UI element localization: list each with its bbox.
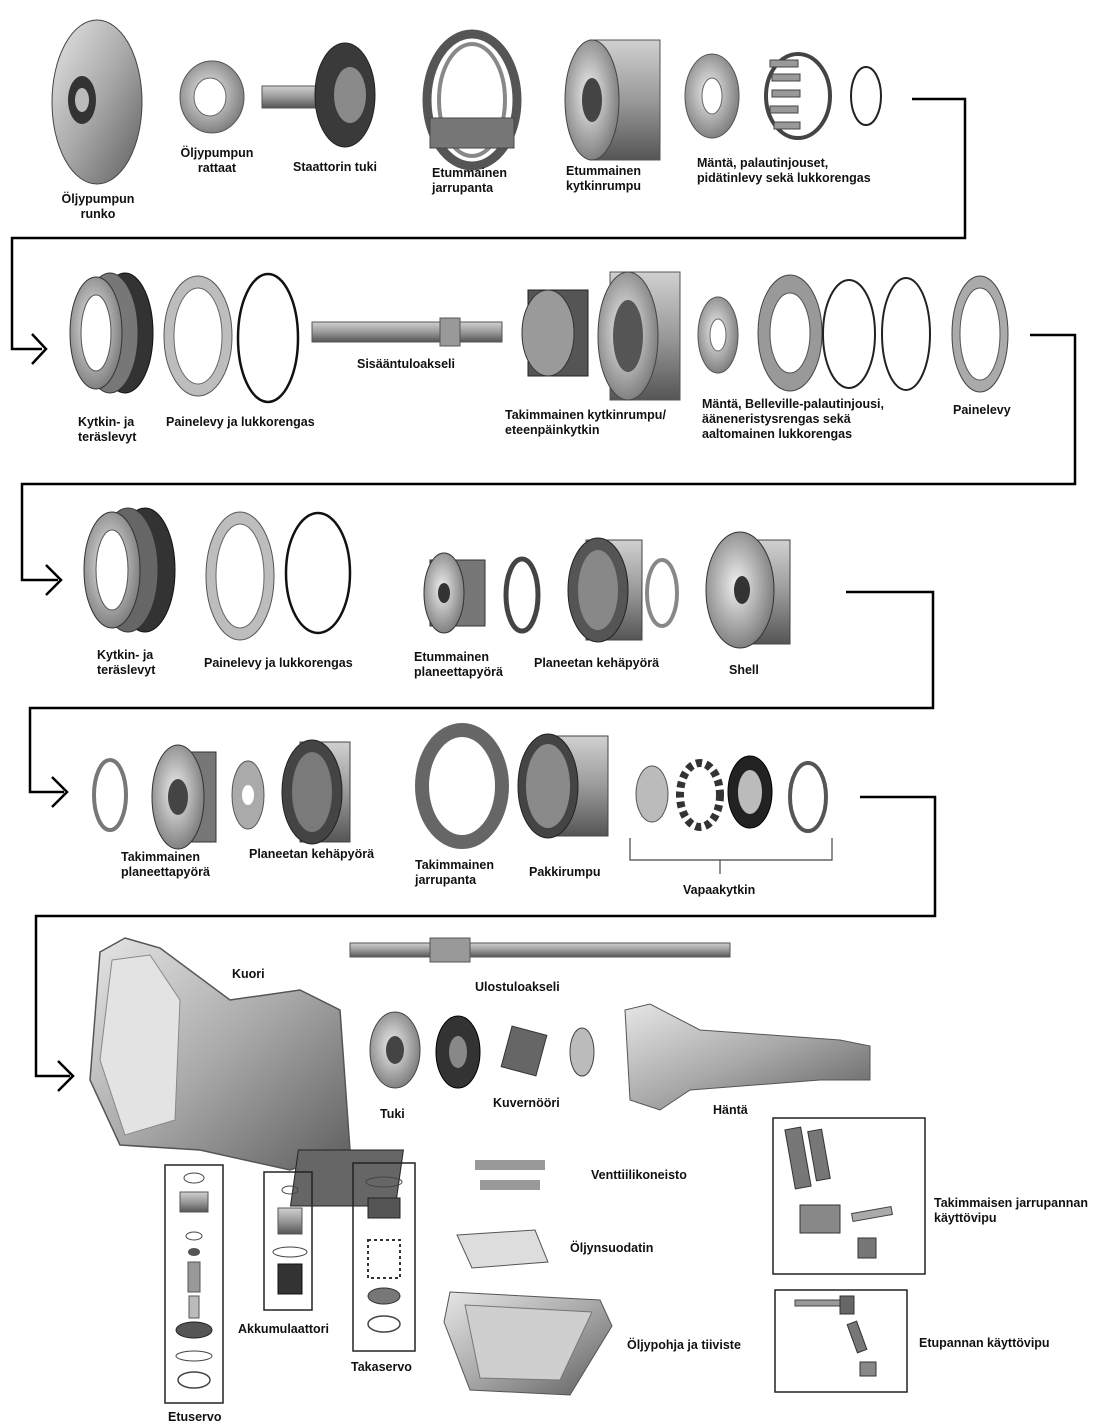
piston-belleville-part	[698, 275, 930, 391]
front-planetary-part	[424, 553, 538, 633]
input-shaft-part	[312, 318, 502, 346]
pressure-plate-snap-ring-1-label: Painelevy ja lukkorengas	[166, 415, 315, 430]
rear-band-part	[422, 730, 502, 842]
input-shaft-label: Sisääntuloakseli	[357, 357, 455, 372]
stator-support-part	[262, 43, 375, 147]
case-part	[90, 938, 350, 1170]
clutch-steel-plates-2-label: Kytkin- ja teräslevyt	[97, 648, 155, 678]
oil-pump-gears-label: Öljypumpun rattaat	[172, 146, 262, 176]
oil-pan-part	[444, 1292, 612, 1395]
front-band-lever-label: Etupannan käyttövipu	[919, 1336, 1050, 1351]
rear-planetary-label: Takimmainen planeettapyörä	[121, 850, 210, 880]
oil-pump-body-part	[52, 20, 142, 184]
freewheel-label: Vapaakytkin	[683, 883, 755, 898]
oil-pan-label: Öljypohja ja tiiviste	[627, 1338, 741, 1353]
piston-belleville-label: Mäntä, Belleville-palautinjousi, äänener…	[702, 397, 884, 442]
oil-pump-gears-part	[180, 61, 244, 133]
tail-part	[625, 1004, 870, 1110]
pressure-plate-1-part	[164, 274, 298, 402]
rear-servo-label: Takaservo	[351, 1360, 412, 1375]
front-band-lever-parts	[795, 1296, 876, 1376]
rear-band-label: Takimmainen jarrupanta	[415, 858, 494, 888]
rear-planetary-part	[94, 745, 216, 849]
tail-label: Häntä	[713, 1103, 748, 1118]
oil-filter-part	[457, 1230, 548, 1268]
clutch-steel-plates-1-label: Kytkin- ja teräslevyt	[78, 415, 136, 445]
pressure-plate-snap-ring-2-label: Painelevy ja lukkorengas	[204, 656, 353, 671]
stator-support-label: Staattorin tuki	[293, 160, 377, 175]
front-planetary-label: Etummainen planeettapyörä	[414, 650, 503, 680]
pressure-plate-part	[952, 276, 1008, 392]
piston-springs-part	[685, 54, 881, 138]
ring-gear-2-part	[232, 740, 350, 844]
clutch-steel-plates-1-part	[70, 273, 153, 393]
pressure-plate-2-part	[206, 512, 350, 640]
oil-pump-body-label: Öljypumpun runko	[52, 192, 144, 222]
support-label: Tuki	[380, 1107, 405, 1122]
piston-springs-label: Mäntä, palautinjouset, pidätinlevy sekä …	[697, 156, 871, 186]
ring-gear-1-part	[568, 538, 677, 642]
rear-clutch-drum-label: Takimmainen kytkinrumpu/ eteenpäinkytkin	[505, 408, 666, 438]
clutch-steel-plates-2-part	[84, 508, 175, 632]
freewheel-part	[630, 756, 832, 874]
valve-body-label: Venttiilikoneisto	[591, 1168, 687, 1183]
rear-band-lever-label: Takimmaisen jarrupannan käyttövipu	[934, 1196, 1088, 1226]
rear-band-lever-parts	[785, 1127, 892, 1258]
output-shaft-part	[350, 938, 730, 962]
rear-clutch-drum-part	[522, 272, 680, 400]
oil-filter-label: Öljynsuodatin	[570, 1241, 653, 1256]
pressure-plate-label: Painelevy	[953, 403, 1011, 418]
support-part	[370, 1012, 420, 1088]
valve-body-part	[291, 1150, 545, 1206]
pack-drum-label: Pakkirumpu	[529, 865, 601, 880]
output-shaft-label: Ulostuloakseli	[475, 980, 560, 995]
shell-label: Shell	[729, 663, 759, 678]
front-clutch-drum-label: Etummainen kytkinrumpu	[566, 164, 641, 194]
front-clutch-drum-part	[565, 40, 660, 160]
pack-drum-part	[518, 734, 608, 838]
shell-part	[706, 532, 790, 648]
rear-servo-parts	[366, 1177, 402, 1332]
front-servo-label: Etuservo	[168, 1410, 222, 1425]
ring-gear-2-label: Planeetan kehäpyörä	[249, 847, 374, 862]
governor-label: Kuvernööri	[493, 1096, 560, 1111]
case-label: Kuori	[232, 967, 265, 982]
accumulator-label: Akkumulaattori	[238, 1322, 329, 1337]
governor-part	[436, 1016, 594, 1088]
ring-gear-1-label: Planeetan kehäpyörä	[534, 656, 659, 671]
front-servo-parts	[176, 1173, 212, 1388]
front-band-label: Etummainen jarrupanta	[432, 166, 507, 196]
front-band-part	[427, 34, 517, 166]
